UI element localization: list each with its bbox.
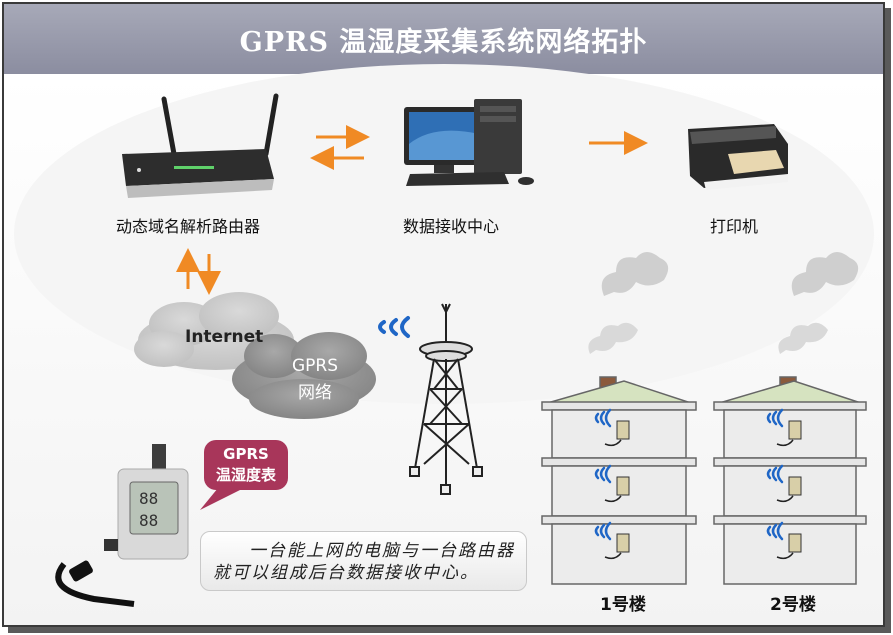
building-1-label: 1号楼	[600, 595, 646, 615]
center-label: 数据接收中心	[403, 217, 500, 236]
floor-wave-icons	[594, 408, 784, 541]
bubble-line-2: 温湿度表	[215, 466, 276, 484]
gprs-label: GPRS	[292, 356, 339, 376]
diagram-frame: GPRS 温湿度采集系统网络拓扑	[2, 2, 885, 627]
callout-text: 一台能上网的电脑与一台路由器就可以组成后台数据接收中心。	[213, 541, 515, 583]
router-label: 动态域名解析路由器	[116, 217, 261, 236]
gprs-cloud	[232, 332, 376, 419]
sensor-bubble	[200, 440, 288, 510]
signal-waves-icon	[378, 316, 410, 338]
floor-cable-icons	[604, 439, 794, 560]
page-title: GPRS 温湿度采集系统网络拓扑	[239, 27, 648, 58]
bubble-line-1: GPRS	[223, 445, 269, 463]
building-2	[713, 252, 867, 585]
title-bar: GPRS 温湿度采集系统网络拓扑	[4, 4, 883, 75]
sensor-device-icon: 88 88	[55, 444, 189, 607]
internet-label: Internet	[185, 327, 264, 347]
gprs-network-label: 网络	[298, 383, 332, 403]
svg-text:88: 88	[139, 511, 158, 530]
printer-icon	[688, 124, 788, 190]
topology-drawing: 88 88	[4, 64, 883, 625]
router-icon	[122, 93, 279, 198]
internet-cloud	[134, 292, 294, 370]
tower-icon	[409, 303, 483, 495]
printer-label: 打印机	[710, 217, 759, 236]
computer-icon	[404, 99, 534, 186]
building-2-label: 2号楼	[770, 595, 816, 615]
callout-box: 一台能上网的电脑与一台路由器就可以组成后台数据接收中心。	[200, 531, 527, 591]
bubble-text: GPRS 温湿度表	[208, 444, 284, 486]
svg-text:88: 88	[139, 489, 158, 508]
floor-sensor-icons	[616, 420, 802, 553]
